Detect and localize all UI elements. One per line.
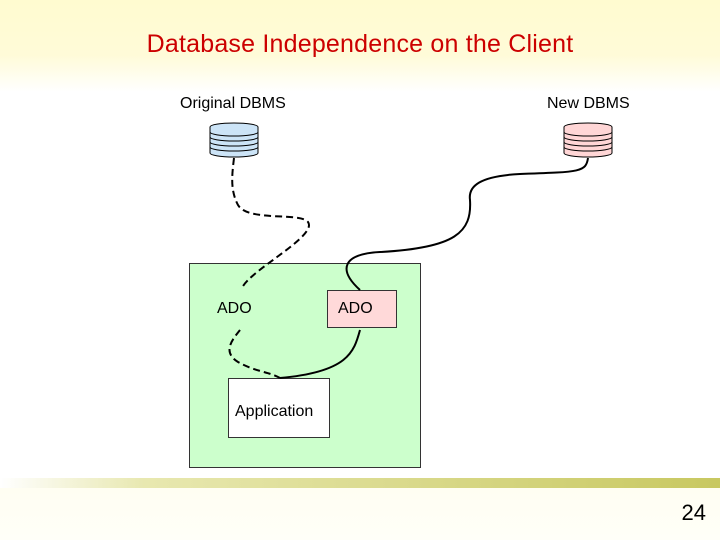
footer-area — [0, 488, 720, 540]
original-dbms-label: Original DBMS — [180, 95, 286, 112]
application-label: Application — [235, 403, 314, 420]
title-band — [0, 0, 720, 92]
original-dbms-to-ado-connector — [231, 157, 310, 289]
footer-bar — [0, 478, 720, 488]
original-dbms-database-icon — [209, 122, 259, 158]
ado-original-box: ADO — [208, 290, 278, 328]
ado-new-box: ADO — [327, 290, 397, 328]
ado-new-to-application-connector — [279, 329, 361, 379]
new-dbms-to-ado-connector — [345, 157, 589, 291]
new-dbms-label: New DBMS — [547, 95, 630, 112]
page-number: 24 — [681, 500, 706, 525]
slide-title: Database Independence on the Client — [146, 30, 574, 58]
new-dbms-database-icon — [563, 122, 613, 158]
ado-original-to-application-connector — [228, 329, 281, 379]
